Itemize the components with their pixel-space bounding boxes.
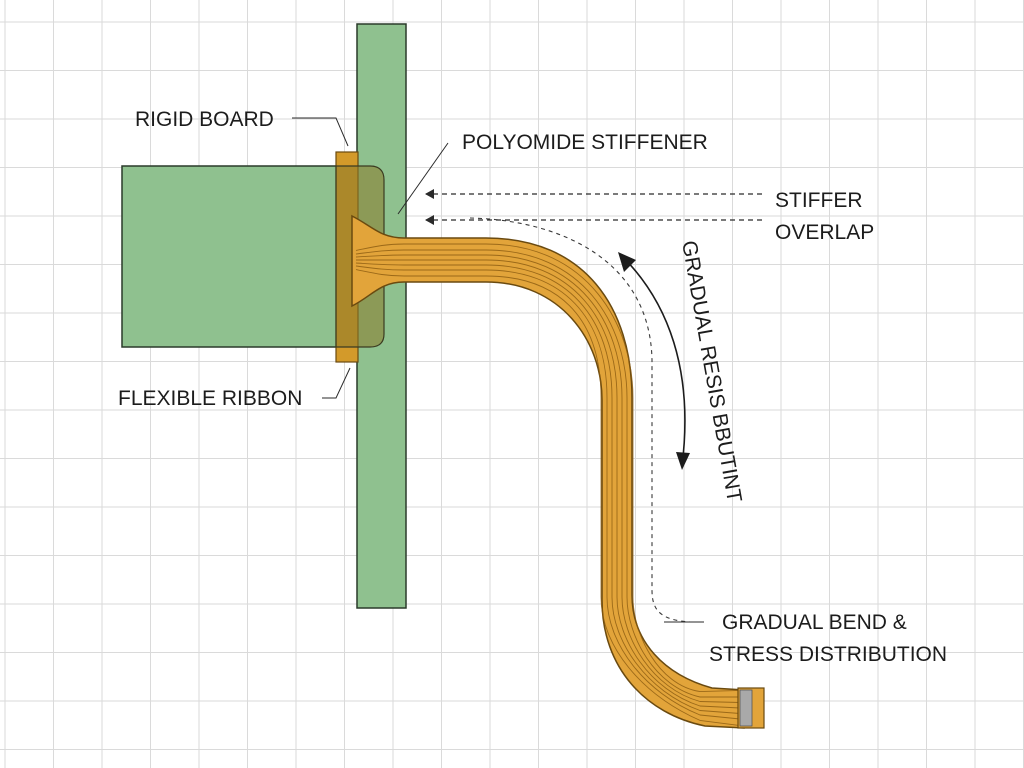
label-gradual-bend: GRADUAL BEND &: [722, 611, 907, 634]
arrowhead-bottom: [676, 452, 690, 470]
flex-trace-line: [355, 254, 741, 703]
label-gradual-resist: GRADUAL RESIS BBUTINT: [677, 239, 746, 504]
rigid-board-leader: [292, 117, 349, 147]
stiffener-leader: [397, 142, 449, 215]
flex-trace-line: [355, 249, 740, 698]
label-stiffer: STIFFER: [775, 189, 863, 212]
label-polyimide-stiffener: POLYOMIDE STIFFENER: [462, 131, 708, 154]
label-flexible-ribbon: FLEXIBLE RIBBON: [118, 387, 302, 410]
flex-ribbon-leader: [322, 367, 351, 399]
connector-contact: [739, 689, 753, 727]
label-overlap: OVERLAP: [775, 221, 874, 244]
flex-trace-line: [355, 262, 741, 714]
gradual-resist-arrow: [621, 255, 686, 467]
flexible-ribbon: [351, 214, 745, 729]
flex-trace-line: [355, 269, 741, 727]
label-stress-distribution: STRESS DISTRIBUTION: [709, 643, 947, 666]
flex-trace-line: [355, 243, 741, 693]
label-rigid-board: RIGID BOARD: [135, 108, 274, 131]
flex-trace-line: [355, 265, 741, 720]
arrowhead-top: [618, 252, 636, 272]
flex-trace-line: [356, 259, 741, 709]
flex-traces: [355, 243, 741, 727]
bend-dashed-guide: [469, 217, 691, 623]
